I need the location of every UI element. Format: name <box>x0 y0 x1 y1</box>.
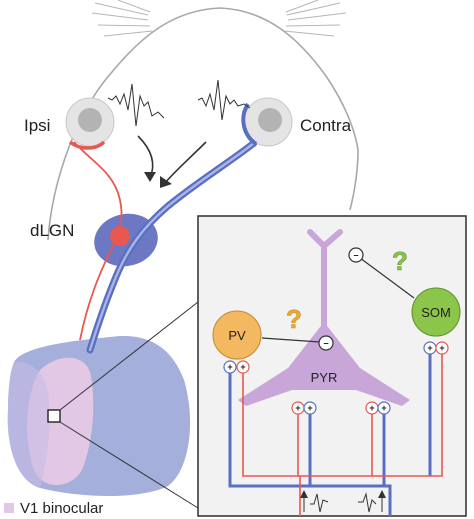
input-arrows <box>137 135 207 188</box>
som-synapse-sign: − <box>353 251 358 261</box>
som-label: SOM <box>421 305 451 320</box>
pyr-left-input-synapses: + + <box>291 401 317 415</box>
dlgn-label: dLGN <box>30 221 74 240</box>
contra-label: Contra <box>300 116 352 135</box>
svg-text:+: + <box>307 403 312 413</box>
svg-text:+: + <box>381 403 386 413</box>
pyr-dendrite <box>307 229 343 333</box>
contra-eye <box>241 97 293 147</box>
pyr-label: PYR <box>311 370 338 385</box>
legend-swatch-binocular <box>4 503 14 513</box>
pv-synapse-sign: − <box>323 339 328 349</box>
svg-text:+: + <box>240 362 245 372</box>
pv-input-synapses: + + <box>223 360 250 374</box>
pv-to-pyr-connection <box>261 337 321 343</box>
v1-edge-shade <box>7 361 50 488</box>
som-cell <box>411 287 461 337</box>
som-synapse-minus <box>348 247 364 263</box>
input-spike-arrows <box>300 490 386 513</box>
pyr-soma <box>238 322 410 406</box>
pv-cell <box>212 310 262 360</box>
pyr-right-input-synapses: + + <box>365 401 391 415</box>
ipsi-pathway <box>73 141 123 341</box>
contra-input-wiring <box>228 354 432 516</box>
som-question-mark: ? <box>392 246 408 276</box>
ipsi-eye <box>65 97 115 150</box>
svg-text:+: + <box>227 362 232 372</box>
ipsi-input-wiring <box>242 354 443 516</box>
svg-text:+: + <box>427 343 432 353</box>
v1-recording-site <box>47 409 61 423</box>
som-to-pyr-connection <box>359 257 415 299</box>
zoom-line-top <box>59 301 199 411</box>
ipsi-spike-trace <box>107 83 165 127</box>
svg-text:+: + <box>295 403 300 413</box>
contra-spike-trace <box>197 79 251 121</box>
zoom-line-bottom <box>59 421 199 509</box>
ipsi-label: Ipsi <box>24 116 50 135</box>
legend-label: V1 binocular <box>20 500 103 517</box>
svg-text:+: + <box>369 403 374 413</box>
contra-pathway-highlight <box>88 141 256 352</box>
pv-synapse-minus <box>318 335 334 351</box>
pv-question-mark: ? <box>286 304 302 334</box>
som-input-synapses: + + <box>423 341 449 355</box>
svg-text:+: + <box>439 343 444 353</box>
whiskers <box>91 0 347 37</box>
pv-label: PV <box>228 328 246 343</box>
